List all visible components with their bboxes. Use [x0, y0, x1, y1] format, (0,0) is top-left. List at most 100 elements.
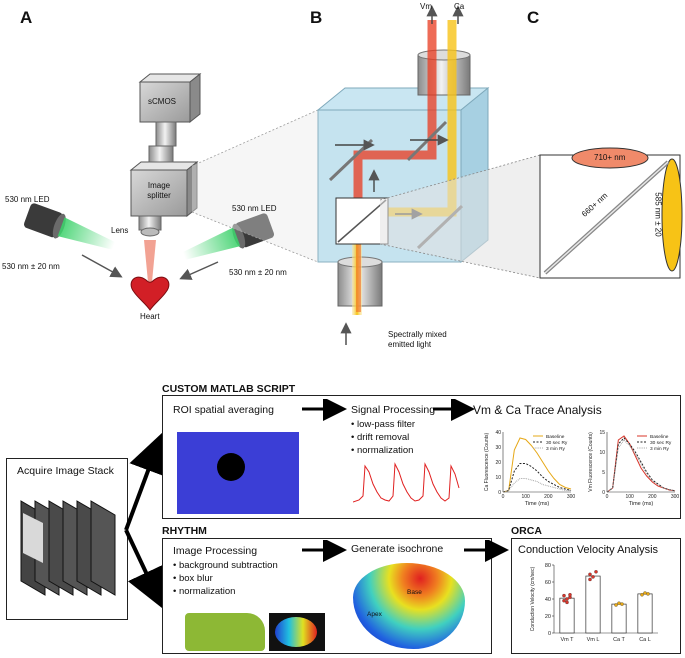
y-tick-label: 0	[602, 490, 605, 496]
y-tick-label: 80	[545, 563, 551, 569]
matlab-section-title: CUSTOM MATLAB SCRIPT	[162, 383, 296, 395]
isochrone-base-label: Base	[407, 589, 422, 596]
y-tick-label: 20	[495, 460, 501, 466]
image-processing-label: Image Processing	[173, 545, 258, 557]
cv-data-point	[568, 593, 572, 597]
rhythm-flow-arrows	[302, 540, 509, 562]
y-axis-label: Ca Fluorescence (Counts)	[484, 432, 490, 491]
cv-data-point	[565, 597, 569, 601]
x-tick-label: 100	[625, 494, 634, 500]
x-tick-label: 0	[606, 494, 609, 500]
x-tick-label: 0	[502, 494, 505, 500]
vm-output-label: Vm	[420, 2, 432, 11]
signal-processing-steps: low-pass filter drift removal normalizat…	[351, 418, 415, 457]
signal-step: drift removal	[351, 431, 415, 444]
y-tick-label: 30	[495, 445, 501, 451]
cv-data-point	[594, 570, 598, 574]
legend-entry: Baseline	[546, 434, 565, 440]
legend-entry: 30 sec Ry	[546, 440, 568, 446]
legend-entry: 30 sec Ry	[650, 440, 672, 446]
series-line	[606, 437, 676, 493]
y-tick-label: 10	[495, 475, 501, 481]
cv-data-point	[562, 593, 566, 598]
image-processing-steps: background subtraction box blur normaliz…	[173, 559, 278, 598]
y-tick-label: 0	[548, 631, 551, 637]
y-tick-label: 0	[498, 490, 501, 496]
acquire-label: Acquire Image Stack	[17, 465, 114, 477]
signal-step: normalization	[351, 444, 415, 457]
signal-step: low-pass filter	[351, 418, 415, 431]
rhythm-section-title: RHYTHM	[162, 525, 207, 537]
input-light-label: Spectrally mixed emitted light	[388, 330, 447, 349]
cv-bar	[585, 575, 601, 634]
series-line	[502, 463, 572, 493]
ca-output-label: Ca	[454, 2, 465, 11]
camera-label: sCMOS	[148, 97, 176, 106]
y-axis-label: Vm Fluorescence (Counts)	[588, 432, 594, 492]
cv-data-point	[588, 572, 592, 577]
workflow-branch-arrows	[124, 432, 165, 609]
x-axis-label: Time (ms)	[525, 501, 550, 507]
legend-entry: Baseline	[650, 434, 669, 440]
panel-letter-b: B	[310, 8, 323, 27]
x-tick-label: 200	[648, 494, 657, 500]
cv-data-point	[562, 598, 566, 603]
x-axis-label: Time (ms)	[629, 501, 654, 507]
category-label: Ca L	[639, 637, 651, 643]
cv-bar	[611, 603, 627, 634]
filter-left-label: 530 nm ± 20 nm	[2, 262, 60, 271]
cv-bar	[637, 593, 653, 634]
isochrone-apex-label: Apex	[367, 611, 382, 618]
legend-entry: 3 min Ry	[546, 446, 566, 452]
panel-letter-a: A	[20, 8, 33, 27]
trace-analysis-label: Vm & Ca Trace Analysis	[473, 403, 602, 417]
category-label: Vm T	[560, 637, 574, 643]
series-line	[502, 437, 572, 493]
y-tick-label: 10	[599, 450, 605, 456]
cv-data-point	[646, 592, 650, 596]
matlab-box: ROI spatial averaging Signal Processing …	[162, 395, 681, 519]
roi-step-label: ROI spatial averaging	[173, 404, 274, 416]
cv-data-point	[620, 602, 624, 606]
raw-signal-trace	[353, 462, 460, 503]
image-stack-icon	[20, 500, 116, 596]
category-label: Ca T	[613, 637, 625, 643]
heart-label: Heart	[140, 312, 160, 321]
cv-data-point	[617, 601, 621, 606]
cv-data-point	[643, 591, 647, 595]
cv-data-point	[565, 600, 569, 605]
side-filter-label: 585 nm ± 20	[653, 192, 663, 237]
cv-data-point	[640, 593, 644, 597]
signal-processing-label: Signal Processing	[351, 404, 436, 416]
cv-data-point	[591, 575, 595, 579]
cv-data-point	[614, 603, 618, 607]
series-line	[502, 478, 571, 493]
optical-setup-illustration	[24, 5, 683, 345]
image-step: background subtraction	[173, 559, 278, 572]
image-step: box blur	[173, 572, 278, 585]
legend-entry: 3 min Ry	[650, 446, 670, 452]
top-filter-label: 710+ nm	[594, 153, 626, 162]
processed-frame-color	[269, 613, 325, 651]
x-tick-label: 300	[567, 494, 576, 500]
y-tick-label: 40	[545, 597, 551, 603]
acquire-image-stack-box: Acquire Image Stack	[6, 458, 128, 620]
led-right-label: 530 nm LED	[232, 204, 277, 213]
cv-analysis-label: Conduction Velocity Analysis	[518, 544, 659, 556]
y-axis-label: Conduction Velocity (cm/sec)	[530, 566, 536, 631]
image-splitter-label: Image splitter	[147, 181, 171, 200]
led-left-label: 530 nm LED	[5, 195, 50, 204]
x-tick-label: 100	[521, 494, 530, 500]
panel-letter-c: C	[527, 8, 540, 27]
y-tick-label: 5	[602, 470, 605, 476]
isochrone-label: Generate isochrone	[351, 543, 444, 555]
y-tick-label: 40	[495, 430, 501, 436]
matlab-flow-arrows	[302, 399, 475, 421]
orca-section-title: ORCA	[511, 525, 542, 537]
category-label: Vm L	[587, 637, 600, 643]
rhythm-box: Image Processing background subtraction …	[162, 538, 492, 654]
lens-label: Lens	[111, 226, 129, 235]
image-step: normalization	[173, 585, 278, 598]
